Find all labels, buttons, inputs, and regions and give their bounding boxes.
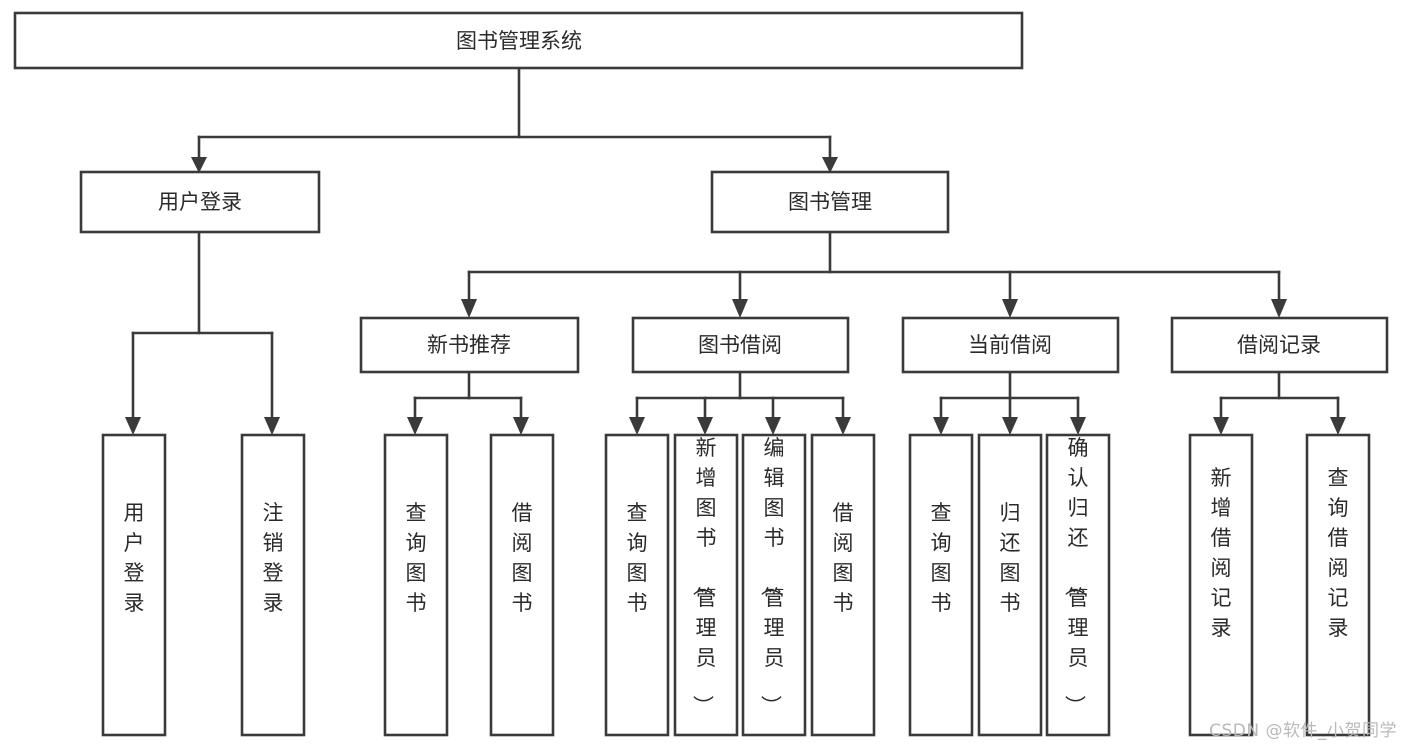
arrow-leaf-user-login bbox=[125, 417, 141, 435]
leaf-query-book-2-label: 查询图书 bbox=[627, 501, 648, 615]
arrow-leaf-query-book-1 bbox=[407, 417, 423, 435]
leaf-user-login[interactable]: 用户登录 bbox=[101, 433, 167, 737]
leaf-edit-book[interactable]: 编辑图书（管理员） bbox=[741, 433, 807, 737]
arrow-to-book-borrow bbox=[732, 299, 748, 318]
node-book-borrow-box[interactable] bbox=[631, 316, 850, 374]
node-borrow-record[interactable]: 借阅记录 bbox=[1170, 316, 1389, 374]
leaf-add-record-box[interactable] bbox=[1188, 433, 1254, 737]
node-new-book-recommend[interactable]: 新书推荐 bbox=[359, 316, 580, 374]
node-new-book-recommend-box[interactable] bbox=[359, 316, 580, 374]
node-book-borrow-label: 图书借阅 bbox=[698, 333, 782, 357]
leaf-add-book-label: 新增图书（管理员） bbox=[691, 436, 717, 716]
arrow-leaf-query-record bbox=[1330, 417, 1346, 435]
node-current-borrow-label: 当前借阅 bbox=[968, 333, 1052, 357]
arrow-to-new-book-recommend bbox=[461, 299, 477, 318]
leaf-borrow-book-1[interactable]: 借阅图书 bbox=[489, 433, 555, 737]
leaf-borrow-book-2-box[interactable] bbox=[810, 433, 876, 737]
leaf-query-record-label: 查询借阅记录 bbox=[1328, 466, 1349, 640]
node-borrow-record-label: 借阅记录 bbox=[1237, 333, 1321, 357]
leaf-confirm-return[interactable]: 确认归还（管理员） bbox=[1045, 433, 1111, 737]
leaf-edit-book-box[interactable] bbox=[741, 433, 807, 737]
arrow-leaf-borrow-book-1 bbox=[513, 417, 529, 435]
arrow-leaf-add-record bbox=[1213, 417, 1229, 435]
node-borrow-record-box[interactable] bbox=[1170, 316, 1389, 374]
leaf-user-login-label: 用户登录 bbox=[124, 501, 145, 615]
leaf-edit-book-label: 编辑图书（管理员） bbox=[759, 436, 785, 716]
leaf-borrow-book-1-box[interactable] bbox=[489, 433, 555, 737]
arrow-leaf-query-book-2 bbox=[629, 417, 645, 435]
arrow-leaf-add-book bbox=[697, 417, 713, 435]
leaf-borrow-book-2[interactable]: 借阅图书 bbox=[810, 433, 876, 737]
arrow-to-borrow-record bbox=[1271, 299, 1287, 318]
node-root[interactable]: 图书管理系统 bbox=[13, 11, 1024, 70]
leaf-query-book-2-box[interactable] bbox=[604, 433, 670, 737]
arrow-leaf-edit-book bbox=[765, 417, 781, 435]
leaf-borrow-book-2-label: 借阅图书 bbox=[833, 501, 854, 615]
leaf-logout-login-label: 注销登录 bbox=[263, 501, 284, 615]
leaf-query-book-1-label: 查询图书 bbox=[406, 501, 427, 615]
leaf-query-book-3[interactable]: 查询图书 bbox=[908, 433, 974, 737]
leaf-query-book-3-label: 查询图书 bbox=[931, 501, 952, 615]
node-root-label: 图书管理系统 bbox=[456, 29, 582, 53]
edges-layer bbox=[125, 66, 1346, 435]
leaf-query-book-1-box[interactable] bbox=[383, 433, 449, 737]
node-user-login[interactable]: 用户登录 bbox=[79, 170, 321, 234]
node-current-borrow-box[interactable] bbox=[901, 316, 1120, 374]
arrow-to-user-login bbox=[191, 157, 207, 173]
node-user-login-label: 用户登录 bbox=[158, 190, 242, 214]
csdn-watermark: CSDN @软件_小贺同学 bbox=[1209, 721, 1397, 741]
arrow-leaf-return-book bbox=[1002, 417, 1018, 435]
leaf-user-login-box[interactable] bbox=[101, 433, 167, 737]
leaf-query-record[interactable]: 查询借阅记录 bbox=[1305, 433, 1371, 737]
leaf-query-record-box[interactable] bbox=[1305, 433, 1371, 737]
arrow-leaf-borrow-book-2 bbox=[835, 417, 851, 435]
leaf-add-book-box[interactable] bbox=[673, 433, 739, 737]
leaf-add-record-label: 新增借阅记录 bbox=[1211, 466, 1232, 640]
leaf-confirm-return-label: 确认归还（管理员） bbox=[1063, 436, 1089, 716]
arrow-to-book-manage bbox=[822, 157, 838, 173]
leaf-logout-login-box[interactable] bbox=[240, 433, 306, 737]
leaf-query-book-3-box[interactable] bbox=[908, 433, 974, 737]
leaf-confirm-return-box[interactable] bbox=[1045, 433, 1111, 737]
arrow-leaf-logout-login bbox=[264, 417, 280, 435]
node-book-manage-box[interactable] bbox=[710, 170, 950, 234]
leaf-add-record[interactable]: 新增借阅记录 bbox=[1188, 433, 1254, 737]
arrow-leaf-query-book-3 bbox=[933, 417, 949, 435]
node-book-manage-label: 图书管理 bbox=[788, 190, 872, 214]
node-book-manage[interactable]: 图书管理 bbox=[710, 170, 950, 234]
leaf-logout-login[interactable]: 注销登录 bbox=[240, 433, 306, 737]
leaf-add-book[interactable]: 新增图书（管理员） bbox=[673, 433, 739, 737]
leaf-return-book-label: 归还图书 bbox=[1000, 501, 1021, 615]
leaf-query-book-1[interactable]: 查询图书 bbox=[383, 433, 449, 737]
node-book-borrow[interactable]: 图书借阅 bbox=[631, 316, 850, 374]
arrow-leaf-confirm-return bbox=[1070, 417, 1086, 435]
node-current-borrow[interactable]: 当前借阅 bbox=[901, 316, 1120, 374]
node-new-book-recommend-label: 新书推荐 bbox=[427, 333, 511, 357]
leaf-return-book[interactable]: 归还图书 bbox=[977, 433, 1043, 737]
node-user-login-box[interactable] bbox=[79, 170, 321, 234]
node-root-box[interactable] bbox=[13, 11, 1024, 70]
leaf-return-book-box[interactable] bbox=[977, 433, 1043, 737]
arrow-to-current-borrow bbox=[1002, 299, 1018, 318]
leaf-borrow-book-1-label: 借阅图书 bbox=[512, 501, 533, 615]
leaf-query-book-2[interactable]: 查询图书 bbox=[604, 433, 670, 737]
